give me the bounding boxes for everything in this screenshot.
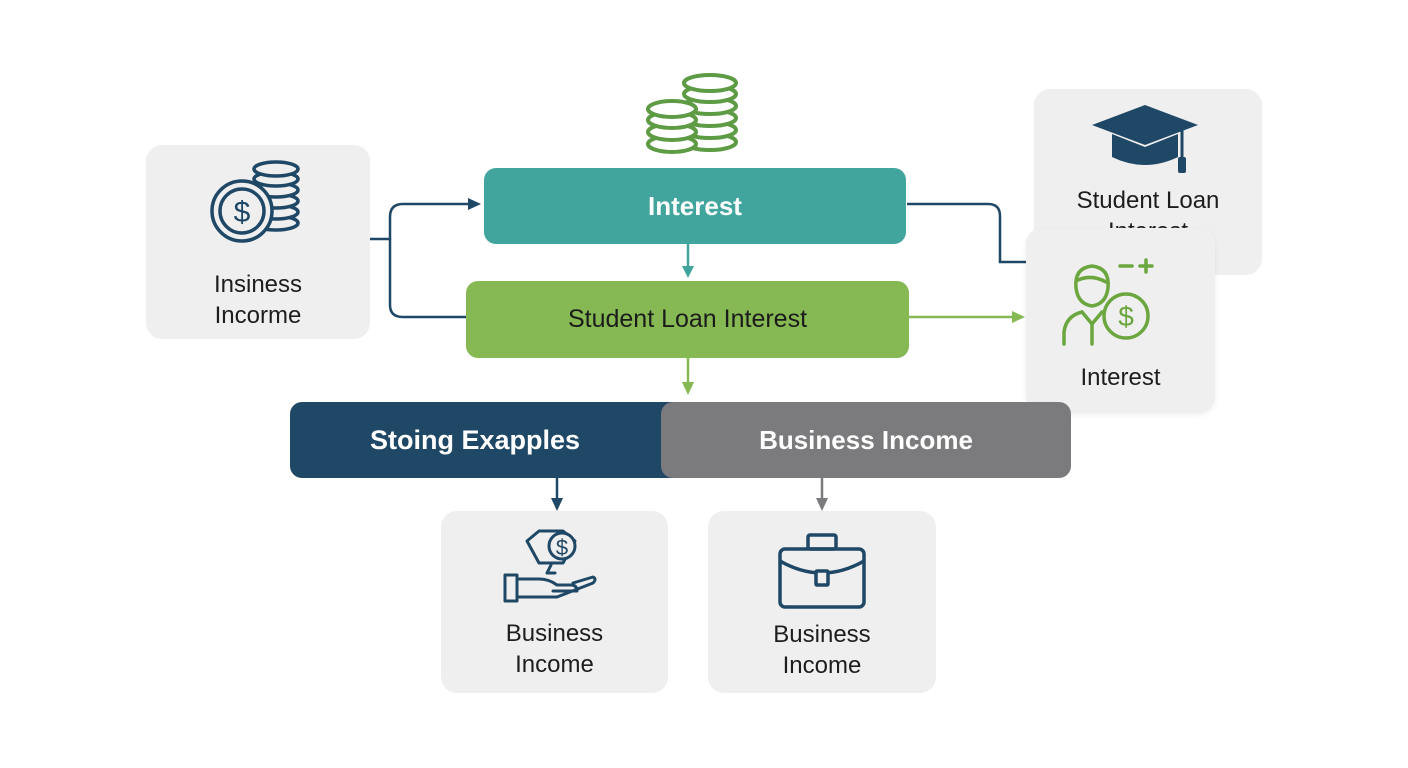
- student-loan-interest-bar[interactable]: Student Loan Interest: [466, 281, 909, 358]
- insiness-income-card: $ Insiness Incorme: [146, 145, 370, 339]
- hand-money-icon: $: [503, 529, 597, 603]
- business-income-card-right: Business Income: [708, 511, 936, 693]
- arrow-head-left-to-interest: [468, 198, 481, 210]
- connector-interest-right: [907, 202, 1026, 264]
- svg-text:$: $: [1118, 301, 1134, 332]
- arrow-head-student-loan-down: [682, 382, 694, 395]
- interest-bar[interactable]: Interest: [484, 168, 906, 244]
- business-income-bar[interactable]: Business Income: [661, 402, 1071, 478]
- insiness-income-label: Insiness Incorme: [213, 271, 303, 329]
- interest-bar-label: Interest: [648, 190, 742, 221]
- svg-text:$: $: [556, 535, 568, 560]
- dollar-coin-stack-icon: $: [210, 160, 300, 243]
- arrow-head-student-loan-right: [1012, 311, 1025, 323]
- business-income-card-left: $ Business Income: [441, 511, 668, 693]
- business-income-bar-label: Business Income: [759, 424, 973, 455]
- arrow-head-examples-down: [551, 498, 563, 511]
- interest-card-label: Interest: [1080, 364, 1161, 391]
- arrow-head-interest-down: [682, 266, 694, 278]
- connector-left-to-student-loan: [388, 239, 466, 319]
- stoing-exapples-bar[interactable]: Stoing Exapples: [290, 402, 680, 478]
- arrow-head-business-down: [816, 498, 828, 511]
- person-dollar-icon: $: [1062, 258, 1154, 346]
- coin-stack-icon: [646, 73, 738, 154]
- connector-left-to-interest: [370, 202, 468, 241]
- briefcase-icon: [778, 533, 866, 609]
- svg-text:$: $: [234, 196, 251, 229]
- interest-card: $ Interest: [1026, 228, 1215, 413]
- stoing-exapples-label: Stoing Exapples: [369, 424, 581, 455]
- business-income-left-label: Business Income: [505, 620, 604, 678]
- business-income-right-label: Business Income: [773, 621, 871, 679]
- graduation-cap-icon: [1092, 105, 1198, 173]
- student-loan-interest-bar-label: Student Loan Interest: [567, 305, 808, 333]
